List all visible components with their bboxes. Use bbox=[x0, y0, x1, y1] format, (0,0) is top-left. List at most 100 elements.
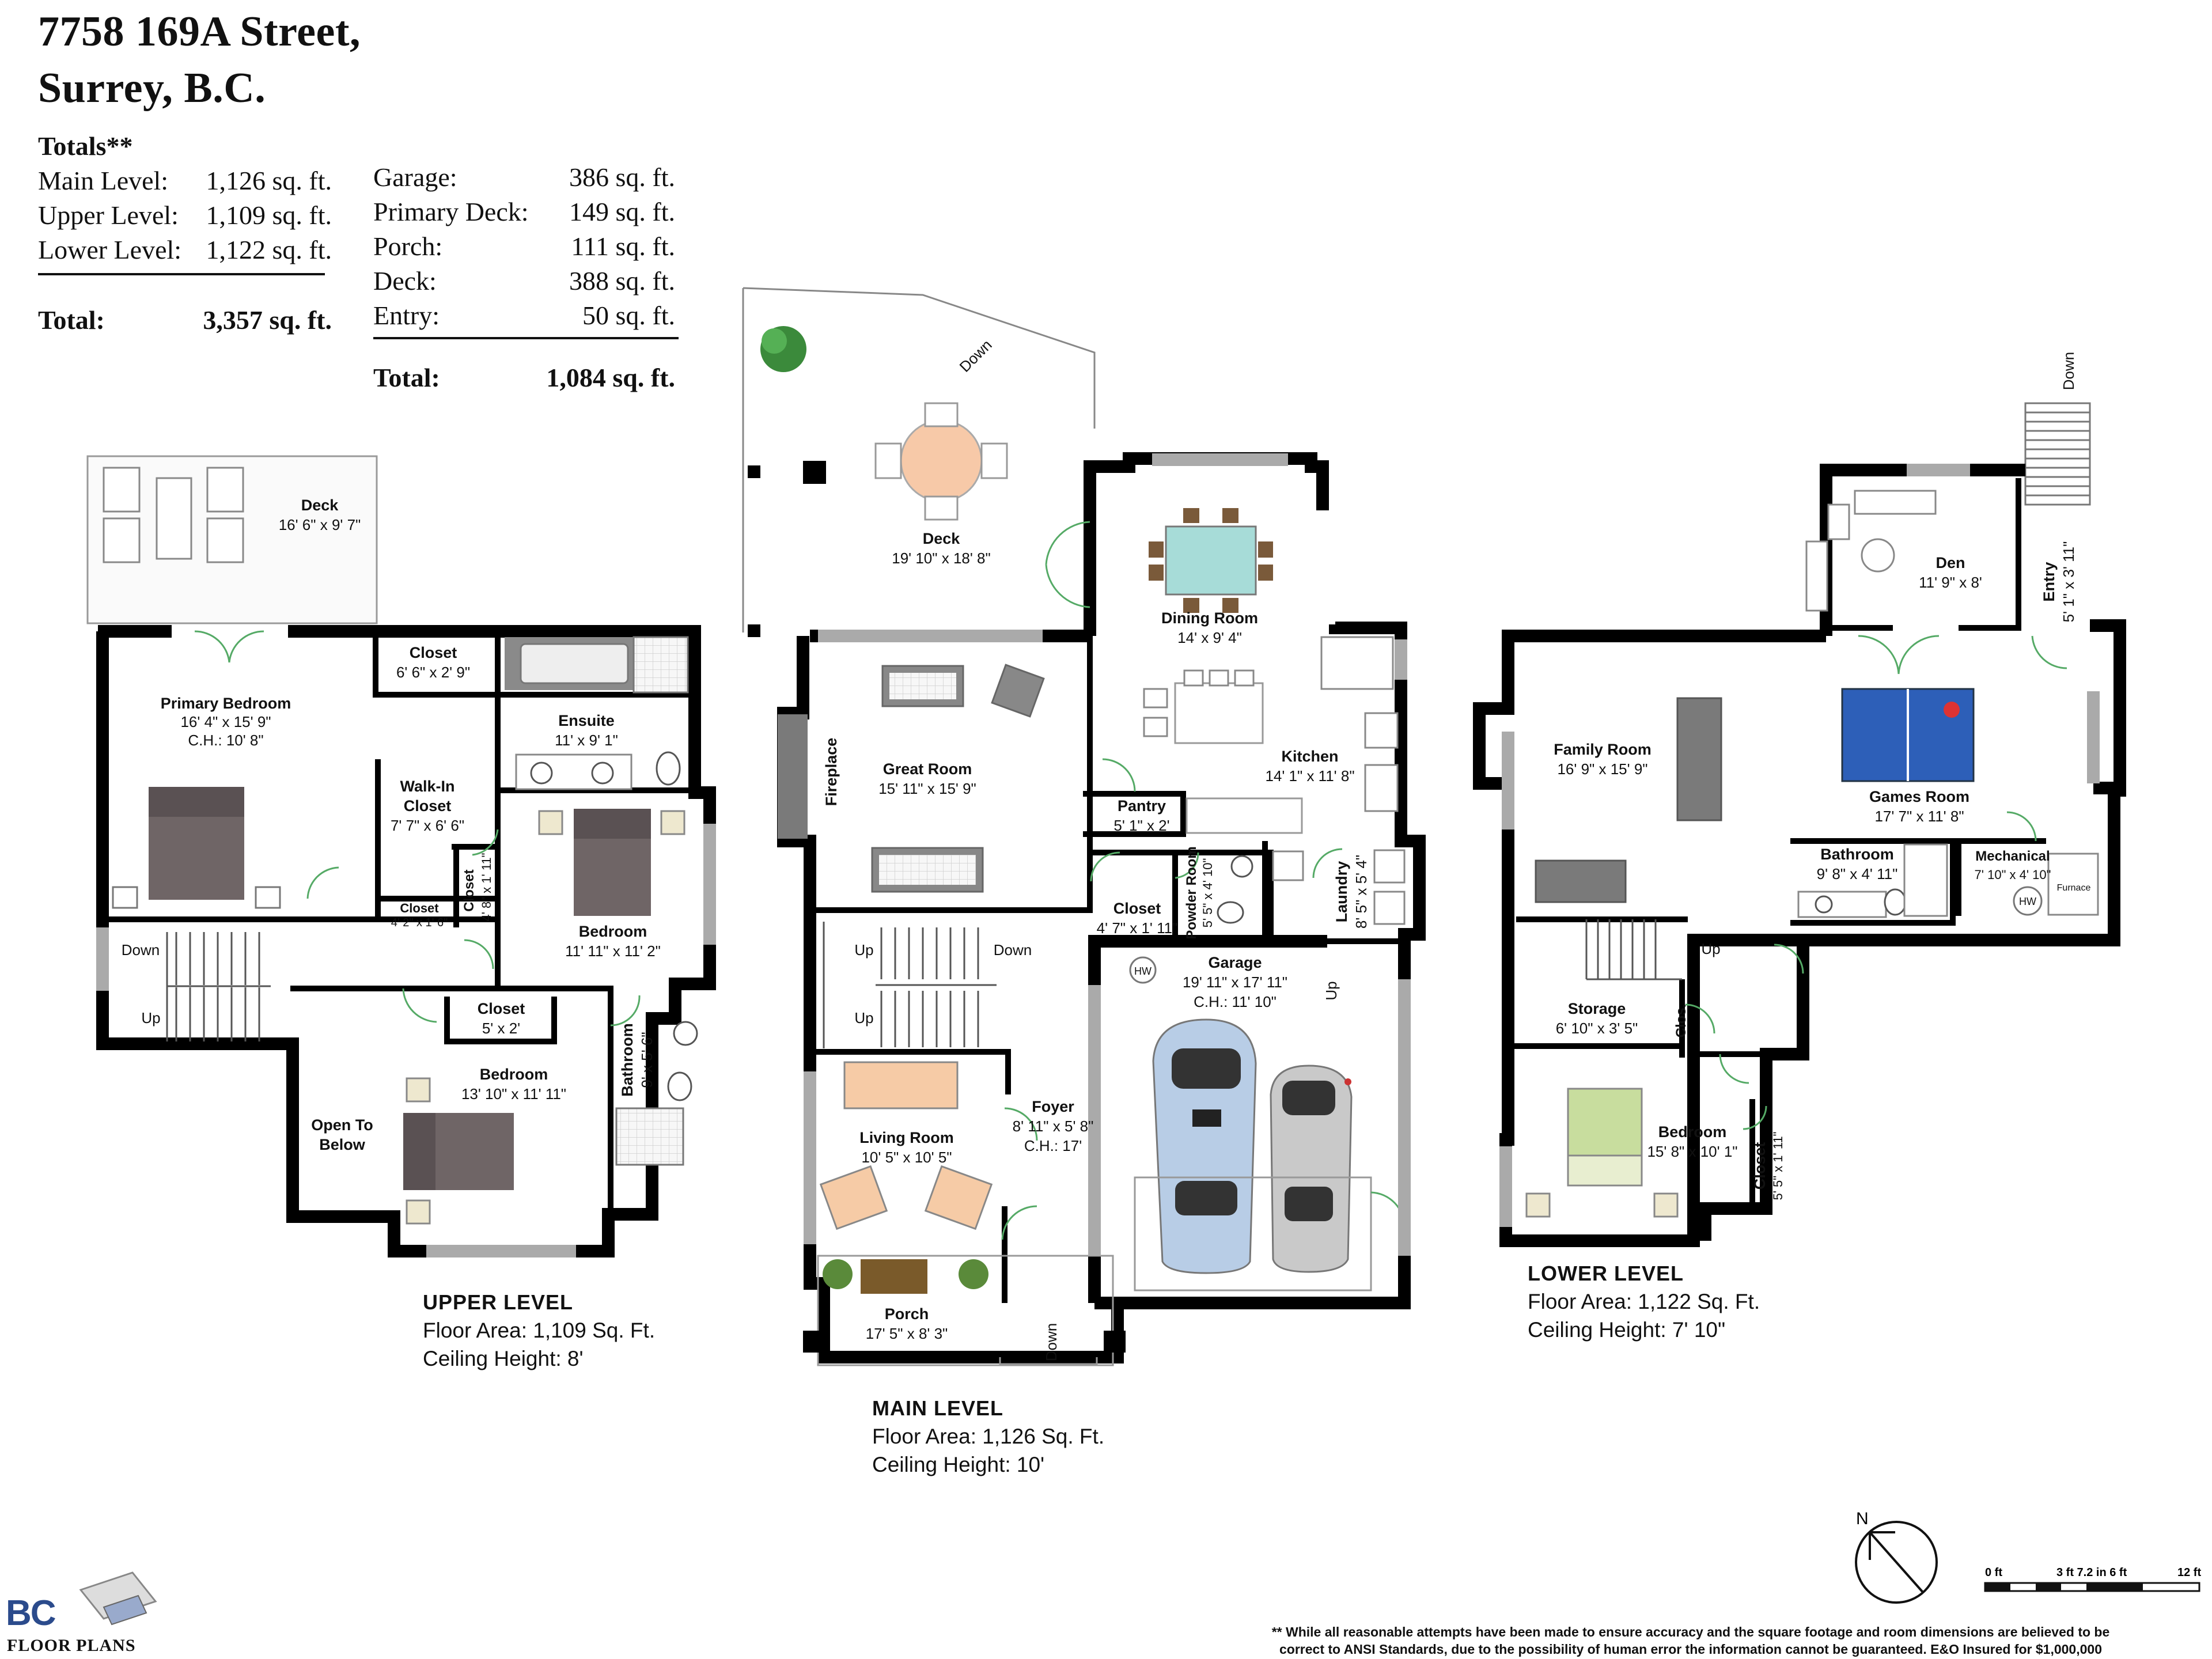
totals-row: Deck:388 sq. ft. bbox=[373, 264, 675, 298]
scale-mid: 3 ft 7.2 in 6 ft bbox=[2056, 1566, 2127, 1579]
room-name: Walk-In bbox=[400, 778, 454, 795]
totals-label: Garage: bbox=[373, 162, 457, 192]
upper-level-caption: UPPER LEVEL Floor Area: 1,109 Sq. Ft. Ce… bbox=[423, 1288, 655, 1373]
room-ceiling: C.H.: 17' bbox=[1024, 1137, 1082, 1154]
room-dims: 5' x 2' bbox=[482, 1020, 520, 1037]
room-name: Family Room bbox=[1554, 741, 1652, 758]
kitchen-sink-icon bbox=[1320, 636, 1394, 690]
sofa-icon bbox=[1535, 859, 1627, 903]
room-dims: 8' 5" x 5' 4" bbox=[1353, 855, 1370, 929]
totals-label: Lower Level: bbox=[38, 235, 182, 264]
water-heater-label: HW bbox=[1134, 965, 1152, 977]
totals-label: Upper Level: bbox=[38, 200, 179, 230]
room-dims: 4' 2" x 1' 6" bbox=[391, 916, 448, 929]
room-dims: 11' 11" x 11' 2" bbox=[565, 942, 661, 960]
scale-start: 0 ft bbox=[1985, 1566, 2002, 1579]
room-name: Closet bbox=[400, 901, 439, 915]
room-dims: 5' 1" x 2' bbox=[1113, 817, 1169, 834]
room-name: Foyer bbox=[1032, 1098, 1074, 1115]
totals-label: Porch: bbox=[373, 232, 443, 261]
lounge-chairs-icon bbox=[103, 467, 244, 563]
totals-value: 1,122 sq. ft. bbox=[206, 235, 332, 264]
bar-stools-icon bbox=[1143, 669, 1255, 737]
upper-room-labels: Deck 16' 6" x 9' 7" Closet 6' 6" x 2' 9"… bbox=[122, 497, 661, 1153]
stairs-label: Down bbox=[994, 941, 1032, 959]
scale-end: 12 ft bbox=[2177, 1566, 2201, 1579]
upper-stairs-icon bbox=[166, 932, 271, 1041]
room-dims: 14' 1" x 11' 8" bbox=[1265, 767, 1354, 785]
stairs-label: Up bbox=[1701, 940, 1720, 957]
totals-row: Primary Deck:149 sq. ft. bbox=[373, 195, 675, 229]
room-name: Open To bbox=[311, 1116, 373, 1134]
totals-value: 111 sq. ft. bbox=[571, 232, 675, 261]
stairs-label: Down bbox=[1043, 1323, 1060, 1361]
room-dims: 9' x 5' 6" bbox=[638, 1032, 656, 1088]
room-dims: 15' 11" x 15' 9" bbox=[878, 780, 976, 797]
porch-bench-icon bbox=[861, 1259, 927, 1294]
room-name: Clos. bbox=[1673, 1004, 1689, 1038]
armchair-icon bbox=[991, 664, 1045, 718]
room-name: Closet bbox=[1751, 1142, 1768, 1190]
room-dims: 10' 5" x 10' 5" bbox=[861, 1149, 952, 1166]
main-level-caption: MAIN LEVEL Floor Area: 1,126 Sq. Ft. Cei… bbox=[872, 1394, 1104, 1479]
sink-icon bbox=[673, 1021, 698, 1046]
room-name: Mechanical bbox=[1975, 849, 2050, 864]
room-dims: 7' 7" x 6' 6" bbox=[391, 817, 464, 834]
sink-icon bbox=[591, 762, 614, 785]
totals-value: 1,109 sq. ft. bbox=[206, 200, 332, 230]
room-dims: 16' 9" x 15' 9" bbox=[1557, 760, 1647, 778]
room-dims: 7' 10" x 4' 10" bbox=[1975, 868, 2051, 882]
room-name: Dining Room bbox=[1161, 609, 1258, 627]
totals-row: Main Level:1,126 sq. ft. bbox=[38, 164, 332, 198]
room-name: Closet bbox=[478, 1000, 525, 1017]
main-deck-outline bbox=[743, 287, 1096, 429]
totals-total-label: Total: bbox=[373, 363, 440, 392]
lower-interior-walls bbox=[1513, 478, 2046, 1205]
room-dims: 6' 10" x 3' 5" bbox=[1556, 1020, 1638, 1037]
stairs-label: Up bbox=[854, 941, 873, 959]
door-swing-icon bbox=[194, 630, 641, 1027]
totals-label: Entry: bbox=[373, 301, 440, 330]
fireplace-icon bbox=[778, 714, 808, 839]
room-dims: 17' 5" x 8' 3" bbox=[866, 1325, 948, 1342]
room-name: Laundry bbox=[1333, 861, 1350, 923]
patio-table-icon bbox=[900, 419, 983, 502]
bedroom-bed-icon bbox=[538, 809, 685, 916]
stairs-label: Up bbox=[1323, 981, 1340, 1000]
level-title: UPPER LEVEL bbox=[423, 1290, 574, 1314]
room-name: Deck bbox=[923, 530, 961, 547]
room-name: Fireplace bbox=[823, 738, 840, 806]
plant-icon bbox=[823, 1259, 853, 1289]
room-name: Ensuite bbox=[558, 712, 615, 729]
window-icon bbox=[1499, 464, 2100, 1227]
toilet-icon bbox=[656, 751, 681, 786]
room-dims: 5' 5" x 1' 11" bbox=[1771, 1131, 1785, 1200]
totals-label: Main Level: bbox=[38, 166, 169, 195]
water-heater-label: HW bbox=[2019, 896, 2036, 907]
room-name: Closet bbox=[1113, 900, 1161, 917]
room-name: Bathroom bbox=[619, 1023, 636, 1097]
door-swing-icon bbox=[1685, 635, 2067, 1130]
plant-icon bbox=[959, 1259, 988, 1289]
room-name: Great Room bbox=[883, 760, 972, 778]
totals-value: 50 sq. ft. bbox=[582, 301, 675, 330]
dining-chairs-icon bbox=[1149, 508, 1273, 613]
bathtub-basin-icon bbox=[520, 643, 629, 684]
patio-chairs-icon bbox=[874, 402, 1008, 521]
totals-label: Primary Deck: bbox=[373, 197, 529, 226]
disclaimer-line: correct to ANSI Standards, due to the po… bbox=[1279, 1642, 2102, 1657]
room-dims: 15' 8" x 10' 1" bbox=[1647, 1143, 1737, 1160]
room-dims: 6' 6" x 2' 9" bbox=[396, 664, 470, 681]
level-ceiling: Ceiling Height: 7' 10" bbox=[1528, 1318, 1726, 1342]
disclaimer-line: ** While all reasonable attempts have be… bbox=[1271, 1624, 2110, 1639]
water-heater-icon bbox=[2013, 886, 2043, 916]
totals-summary-outdoor: Garage:386 sq. ft. Primary Deck:149 sq. … bbox=[373, 160, 675, 395]
room-dims: 17' 7" x 11' 8" bbox=[1874, 808, 1964, 825]
room-name: Storage bbox=[1568, 1000, 1626, 1017]
totals-total-row: Total:3,357 sq. ft. bbox=[38, 303, 332, 338]
shower-icon bbox=[615, 1107, 684, 1166]
window-icon bbox=[96, 824, 716, 1257]
paddle-icon bbox=[1944, 702, 1960, 718]
room-dims: 14' x 9' 4" bbox=[1177, 629, 1242, 646]
lower-room-labels: Down Den 11' 9" x 8' Entry 5' 1" x 3' 11… bbox=[1554, 352, 2090, 1200]
